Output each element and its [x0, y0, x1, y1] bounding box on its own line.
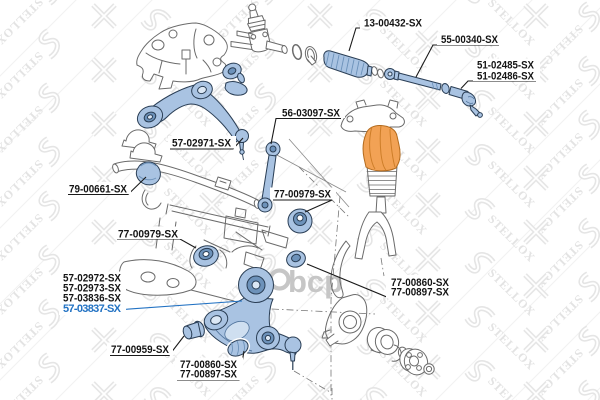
- svg-text:57-02972-SX: 57-02972-SX: [63, 273, 122, 285]
- svg-text:77-00959-SX: 77-00959-SX: [111, 344, 170, 356]
- svg-text:77-00897-SX: 77-00897-SX: [180, 369, 238, 381]
- svg-text:79-00661-SX: 79-00661-SX: [69, 184, 128, 196]
- svg-text:57-02973-SX: 57-02973-SX: [63, 283, 122, 295]
- svg-text:51-02486-SX: 51-02486-SX: [477, 71, 535, 83]
- svg-text:77-00979-SX: 77-00979-SX: [274, 189, 332, 201]
- svg-text:77-00979-SX: 77-00979-SX: [118, 229, 179, 241]
- svg-text:57-03837-SX: 57-03837-SX: [63, 303, 122, 315]
- svg-text:77-00860-SX: 77-00860-SX: [180, 359, 238, 371]
- svg-text:77-00860-SX: 77-00860-SX: [391, 277, 450, 289]
- svg-text:57-03836-SX: 57-03836-SX: [63, 293, 122, 305]
- svg-text:bcp: bcp: [288, 264, 343, 299]
- svg-text:77-00897-SX: 77-00897-SX: [391, 287, 450, 299]
- svg-text:56-03097-SX: 56-03097-SX: [282, 108, 341, 120]
- svg-text:51-02485-SX: 51-02485-SX: [477, 60, 535, 72]
- svg-text:57-02971-SX: 57-02971-SX: [172, 138, 232, 150]
- svg-text:13-00432-SX: 13-00432-SX: [364, 18, 423, 30]
- svg-text:55-00340-SX: 55-00340-SX: [441, 34, 499, 46]
